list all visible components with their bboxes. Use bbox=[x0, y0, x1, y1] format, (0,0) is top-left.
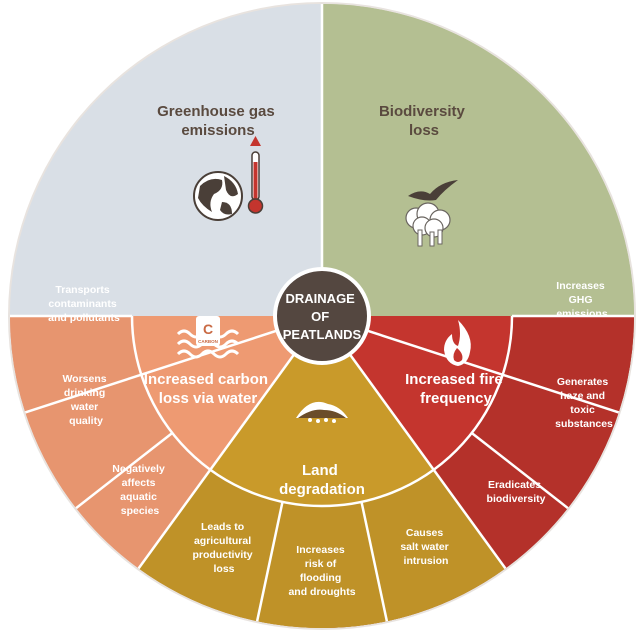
effect-water-drinking: Worsens drinking water quality bbox=[62, 373, 109, 427]
effect-fire-ghg: Increases GHG emissions bbox=[556, 280, 608, 320]
title-greenhouse: Greenhouse gas emissions bbox=[157, 103, 279, 139]
center-label: DRAINAGE OF PEATLANDS bbox=[283, 291, 362, 342]
segment-biodiversity-fill bbox=[322, 4, 634, 316]
divider-upper-right bbox=[321, 314, 620, 414]
globe-thermometer-icon bbox=[193, 136, 264, 221]
title-fire: Increased fire frequency bbox=[405, 371, 507, 407]
divider-land-1 bbox=[360, 501, 389, 622]
soil-pile-icon bbox=[296, 401, 348, 423]
effect-land-productivity: Leads to agricultural productivity loss bbox=[192, 521, 255, 575]
inner-ring-border bbox=[130, 315, 514, 508]
divider-lines bbox=[10, 4, 634, 622]
carbon-caption: CARBON bbox=[198, 339, 218, 344]
ring-fire-upper bbox=[502, 316, 634, 413]
effect-land-flooding: Increases risk of flooding and droughts bbox=[288, 544, 355, 598]
effect-fire-biodiversity: Eradicates biodiversity bbox=[487, 479, 546, 505]
fire-icon bbox=[444, 320, 471, 366]
effect-land-salt: Causes salt water intrusion bbox=[400, 527, 451, 567]
title-biodiversity: Biodiversity loss bbox=[379, 103, 469, 139]
ring-water-upper bbox=[10, 316, 142, 413]
title-land: Land degradation bbox=[279, 462, 365, 498]
divider-lower-right bbox=[320, 315, 507, 570]
divider-land-2 bbox=[255, 501, 284, 622]
effect-water-aquatic: Negatively affects aquatic species bbox=[112, 463, 167, 517]
carbon-letter: C bbox=[203, 321, 213, 337]
divider-lower-left bbox=[137, 315, 324, 570]
title-water: Increased carbon loss via water bbox=[144, 371, 272, 407]
center-hub bbox=[273, 267, 371, 365]
bird-dead-trees-icon bbox=[405, 180, 458, 247]
divider-water-1 bbox=[75, 431, 174, 510]
effect-fire-haze: Generates haze and toxic substances bbox=[555, 376, 613, 430]
carbon-water-icon: C CARBON bbox=[176, 316, 240, 359]
ring-land-outer bbox=[138, 469, 506, 629]
divider-upper-left bbox=[24, 314, 323, 414]
divider-fire-1 bbox=[470, 431, 569, 510]
effect-water-contaminants: Transports contaminants and pollutants bbox=[48, 284, 120, 324]
segment-greenhouse-fill bbox=[10, 4, 322, 316]
